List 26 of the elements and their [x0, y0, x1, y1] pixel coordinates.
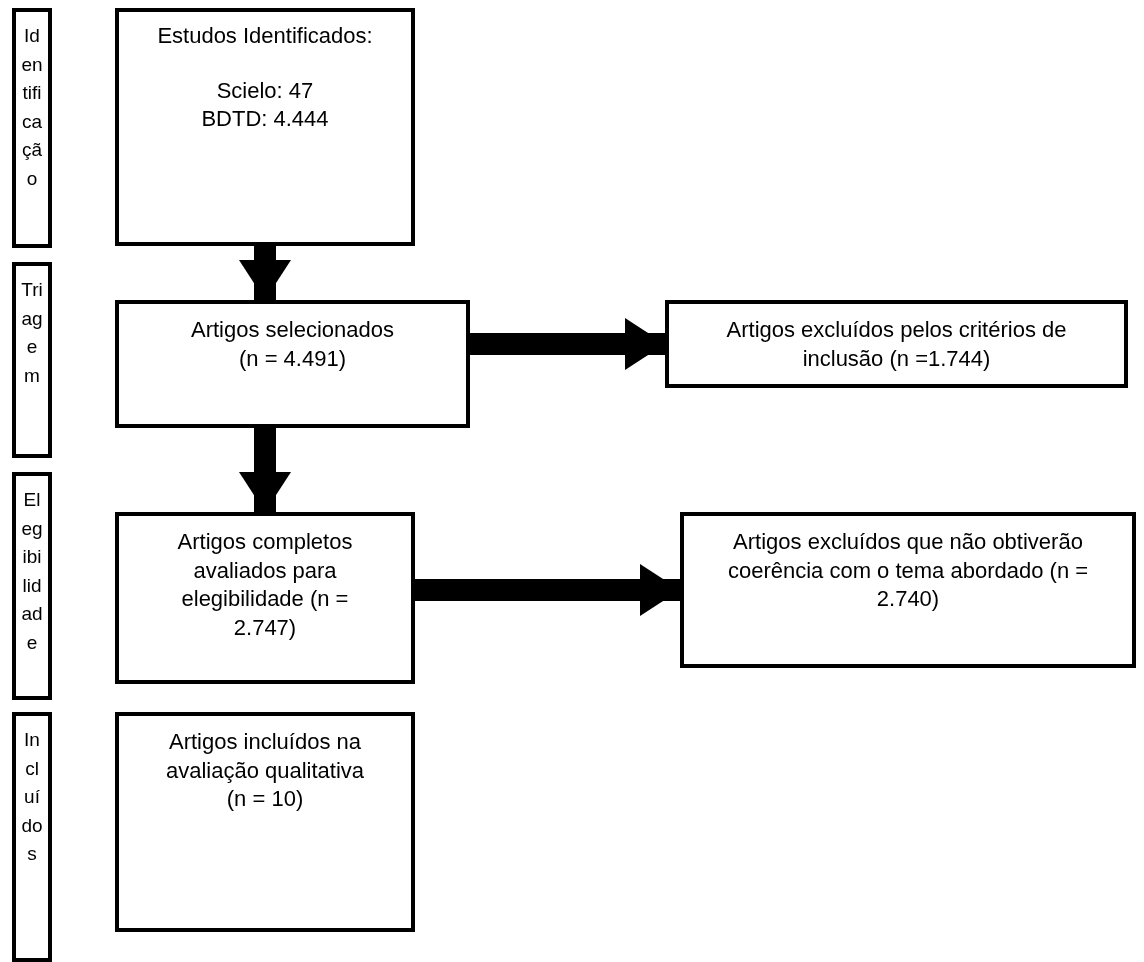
process-box — [680, 512, 1136, 668]
box-text: Artigos selecionados (n = 4.491) — [190, 316, 395, 373]
stage-label: Triagem — [21, 278, 43, 388]
box-text: Artigos excluídos pelos critérios de inclusão (n =1.744) — [725, 316, 1068, 373]
block-arrow — [239, 428, 291, 512]
box-text: Estudos Identificados: — [157, 22, 373, 50]
block-arrow — [239, 246, 291, 300]
stage-label-box — [12, 8, 52, 248]
box-text: Artigos excluídos que não obtiverão coerência com o tema abordado (n = 2.740) — [726, 528, 1090, 614]
box-text: Scielo: 47 — [216, 76, 314, 105]
box-text: BDTD: 4.444 — [201, 105, 329, 134]
process-box — [115, 512, 415, 684]
stage-label: Identificação — [21, 24, 43, 191]
stage-label: Elegibilidade — [21, 488, 43, 655]
process-box — [115, 300, 470, 428]
stage-label-box — [12, 472, 52, 700]
box-text: Artigos incluídos na avaliação qualitativa (n = 10) — [164, 728, 366, 814]
block-arrow — [470, 318, 665, 370]
process-box — [115, 712, 415, 932]
stage-label: Incluídos — [21, 728, 43, 866]
process-box — [115, 8, 415, 246]
block-arrow — [415, 564, 680, 616]
box-text: Artigos completos avaliados para elegibilidade (n = 2.747) — [176, 528, 354, 642]
stage-label-box — [12, 262, 52, 458]
process-box — [665, 300, 1128, 388]
stage-label-box — [12, 712, 52, 962]
